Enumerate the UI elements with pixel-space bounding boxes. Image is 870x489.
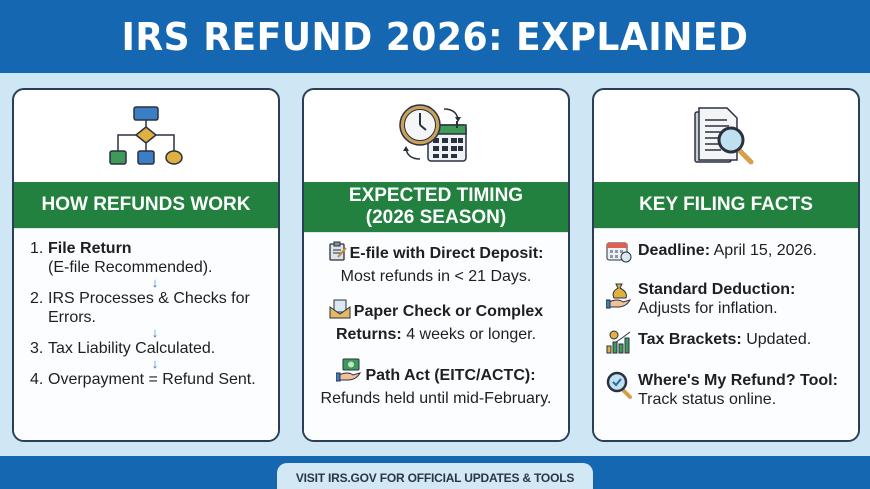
- card-heading: EXPECTED TIMING (2026 SEASON): [304, 182, 568, 232]
- list-item: 1.File Return(E-file Recommended).: [30, 240, 213, 276]
- card-expected-timing: EXPECTED TIMING (2026 SEASON) E-file wit…: [302, 88, 570, 442]
- arrow-down-icon: ↓: [151, 356, 159, 371]
- card-key-filing-facts: KEY FILING FACTS Deadline: April 15, 202…: [592, 88, 860, 442]
- list-item: Where's My Refund? Tool: Track status on…: [594, 371, 858, 409]
- clipboard-icon: [328, 241, 347, 267]
- list-item: Tax Brackets: Updated.: [594, 330, 858, 359]
- list-item: E-file with Direct Deposit:Most refunds …: [304, 241, 568, 287]
- money-bag-hand-icon: [605, 280, 632, 315]
- facts-list: Deadline: April 15, 2026. Standard Deduc…: [594, 228, 858, 440]
- list-item: 4.Overpayment = Refund Sent.: [30, 371, 256, 388]
- calendar-clock-icon: [606, 241, 632, 268]
- document-magnifier-icon: [594, 90, 858, 182]
- card-heading: KEY FILING FACTS: [594, 182, 858, 228]
- card-title: EXPECTED TIMING: [348, 185, 524, 206]
- list-item: Path Act (EITC/ACTC):Refunds held until …: [304, 357, 568, 409]
- growth-chart-icon: [606, 330, 632, 359]
- magnifier-check-icon: [606, 371, 632, 404]
- timing-list: E-file with Direct Deposit:Most refunds …: [304, 232, 568, 440]
- clock-calendar-icon: [304, 90, 568, 182]
- list-item: 3.Tax Liability Calculated.: [30, 340, 216, 357]
- card-title: KEY FILING FACTS: [639, 194, 813, 215]
- card-title: HOW REFUNDS WORK: [41, 194, 251, 215]
- card-subtitle: (2026 SEASON): [365, 207, 507, 228]
- list-item: Standard Deduction:Adjusts for inflation…: [594, 280, 858, 318]
- steps-list: 1.File Return(E-file Recommended). ↓ 2.I…: [14, 228, 278, 440]
- list-item: 2.IRS Processes & Checks for Errors.: [30, 290, 250, 326]
- envelope-icon: [329, 299, 351, 325]
- list-item: Deadline: April 15, 2026.: [594, 241, 858, 268]
- flowchart-icon: [14, 90, 278, 182]
- arrow-down-icon: ↓: [151, 275, 159, 290]
- money-hand-icon: [335, 357, 362, 389]
- footer-note: VISIT IRS.GOV FOR OFFICIAL UPDATES & TOO…: [277, 463, 593, 489]
- header-banner: IRS REFUND 2026: EXPLAINED: [0, 0, 870, 73]
- page-title: IRS REFUND 2026: EXPLAINED: [121, 14, 749, 59]
- card-heading: HOW REFUNDS WORK: [14, 182, 278, 228]
- arrow-down-icon: ↓: [151, 325, 159, 340]
- list-item: Paper Check or Complex Returns: 4 weeks …: [304, 299, 568, 345]
- footer-banner: VISIT IRS.GOV FOR OFFICIAL UPDATES & TOO…: [0, 456, 870, 489]
- card-how-refunds-work: HOW REFUNDS WORK 1.File Return(E-file Re…: [12, 88, 280, 442]
